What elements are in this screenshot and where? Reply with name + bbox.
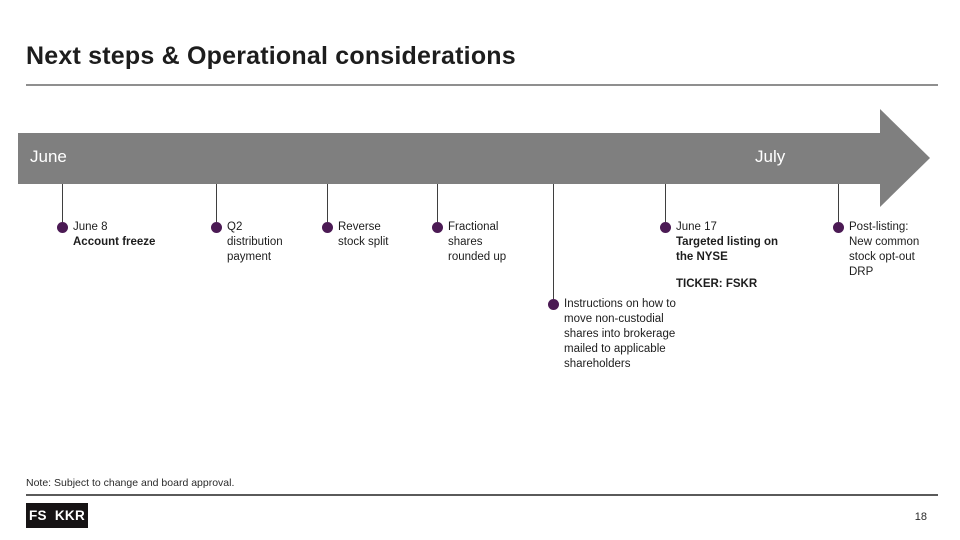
milestone-text: Account freeze [73, 236, 156, 248]
timeline-start-label: June [30, 147, 67, 166]
page-title: Next steps & Operational considerations [26, 42, 516, 70]
timeline-arrow-head [880, 109, 930, 207]
milestone-dot [322, 222, 333, 233]
milestone-reverse-split: Reverse stock split [338, 220, 433, 250]
connector-line [553, 184, 554, 299]
connector-line [665, 184, 666, 222]
milestone-text: Post-listing: [849, 221, 909, 233]
milestone-dot [660, 222, 671, 233]
milestone-text: shares into brokerage [564, 328, 676, 340]
milestone-text: mailed to applicable [564, 343, 666, 355]
milestone-text: Fractional [448, 221, 499, 233]
connector-line [437, 184, 438, 222]
milestone-text: Targeted listing on [676, 236, 779, 248]
milestone-june-8: June 8 Account freeze [73, 220, 193, 250]
milestone-text: move non-custodial [564, 313, 664, 325]
milestone-dot [548, 299, 559, 310]
milestone-dot [833, 222, 844, 233]
logo-fs: FS [29, 508, 47, 523]
milestone-text: stock opt-out [849, 251, 915, 263]
milestone-text: payment [227, 251, 272, 263]
milestone-dot [432, 222, 443, 233]
milestone-dot [57, 222, 68, 233]
connector-line [838, 184, 839, 222]
fs-kkr-logo: FS KKR [26, 503, 88, 528]
milestone-text: Instructions on how to [564, 298, 676, 310]
milestone-date: June 17 [676, 221, 717, 233]
milestone-text: New common [849, 236, 920, 248]
milestone-text: Reverse [338, 221, 381, 233]
footnote: Note: Subject to change and board approv… [26, 477, 235, 489]
milestone-post-listing: Post-listing: New common stock opt-out D… [849, 220, 954, 280]
milestone-text: stock split [338, 236, 389, 248]
page-number: 18 [914, 511, 927, 523]
milestone-text: DRP [849, 266, 874, 278]
connector-line [327, 184, 328, 222]
milestone-text: the NYSE [676, 251, 728, 263]
milestone-june-17-listing: June 17 Targeted listing on the NYSE TIC… [676, 220, 811, 292]
milestone-fractional-shares: Fractional shares rounded up [448, 220, 553, 265]
title-divider [26, 84, 938, 86]
connector-line [216, 184, 217, 222]
milestone-text: shareholders [564, 358, 631, 370]
footer-divider [26, 494, 938, 496]
milestone-text: shares [448, 236, 483, 248]
logo-kkr: KKR [54, 508, 86, 523]
milestone-text: Q2 [227, 221, 243, 233]
connector-line [62, 184, 63, 222]
milestone-date: June 8 [73, 221, 108, 233]
timeline-end-label: July [755, 147, 786, 166]
milestone-q2-distribution: Q2 distribution payment [227, 220, 322, 265]
milestone-ticker: TICKER: FSKR [676, 278, 758, 290]
milestone-text: rounded up [448, 251, 507, 263]
milestone-text: distribution [227, 236, 283, 248]
timeline-arrow-body [18, 133, 880, 184]
milestone-dot [211, 222, 222, 233]
milestone-instructions: Instructions on how to move non-custodia… [564, 297, 709, 372]
